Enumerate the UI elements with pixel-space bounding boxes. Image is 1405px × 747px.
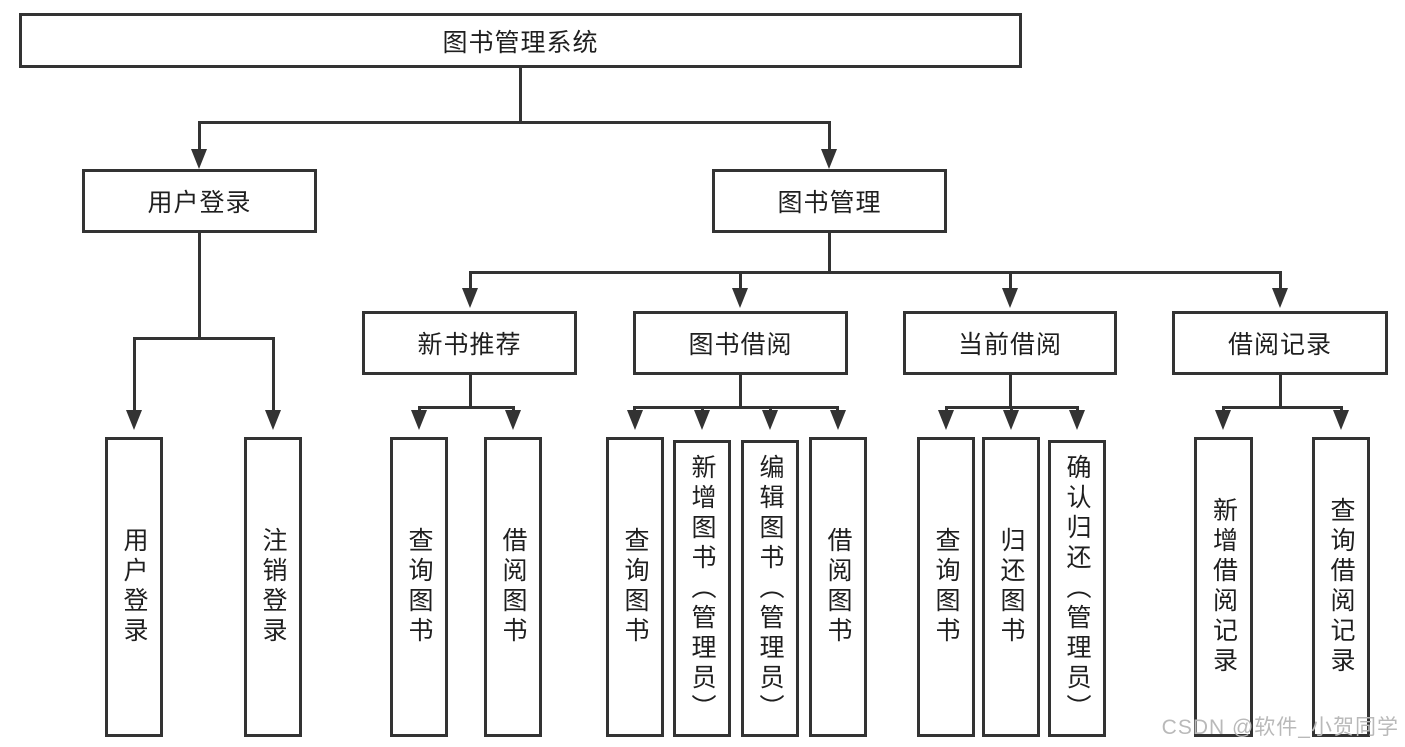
arrow-down-icon [830, 410, 846, 430]
arrow-down-icon [1002, 288, 1018, 308]
leaf-logout: 注销登录 [244, 437, 302, 737]
connector-line [418, 406, 515, 409]
leaf-query-books-recommend: 查询图书 [390, 437, 448, 737]
leaf-query-books-current: 查询图书 [917, 437, 975, 737]
arrow-down-icon [1003, 410, 1019, 430]
connector-line [198, 233, 201, 340]
connector-line [739, 271, 742, 291]
leaf-return-book: 归还图书 [982, 437, 1040, 737]
arrow-down-icon [505, 410, 521, 430]
arrow-down-icon [627, 410, 643, 430]
connector-line [469, 375, 472, 409]
node-user-login: 用户登录 [82, 169, 317, 233]
connector-line [1279, 271, 1282, 291]
connector-line [469, 271, 1282, 274]
leaf-query-borrow-record: 查询借阅记录 [1312, 437, 1370, 737]
connector-line [1009, 375, 1012, 409]
arrow-down-icon [732, 288, 748, 308]
arrow-down-icon [462, 288, 478, 308]
node-book-borrow: 图书借阅 [633, 311, 848, 375]
connector-line [1009, 271, 1012, 291]
leaf-confirm-return-admin: 确认归还（管理员） [1048, 440, 1106, 737]
node-book-management: 图书管理 [712, 169, 947, 233]
arrow-down-icon [126, 410, 142, 430]
connector-line [198, 121, 201, 151]
arrow-down-icon [938, 410, 954, 430]
arrow-down-icon [694, 410, 710, 430]
leaf-add-borrow-record: 新增借阅记录 [1194, 437, 1253, 737]
leaf-add-book-admin: 新增图书（管理员） [673, 440, 731, 737]
node-new-book-recommend: 新书推荐 [362, 311, 577, 375]
node-current-borrow: 当前借阅 [903, 311, 1117, 375]
leaf-query-books-borrow: 查询图书 [606, 437, 664, 737]
arrow-down-icon [1215, 410, 1231, 430]
leaf-borrow-books: 借阅图书 [809, 437, 867, 737]
leaf-user-login: 用户登录 [105, 437, 163, 737]
connector-line [469, 271, 472, 291]
arrow-down-icon [821, 149, 837, 169]
arrow-down-icon [1333, 410, 1349, 430]
connector-line [198, 121, 831, 124]
connector-line [739, 375, 742, 409]
arrow-down-icon [265, 410, 281, 430]
connector-line [828, 233, 831, 274]
connector-line [519, 68, 522, 124]
arrow-down-icon [1069, 410, 1085, 430]
connector-line [633, 406, 839, 409]
connector-line [828, 121, 831, 151]
node-borrow-records: 借阅记录 [1172, 311, 1388, 375]
connector-line [272, 337, 275, 413]
leaf-borrow-books-recommend: 借阅图书 [484, 437, 542, 737]
leaf-edit-book-admin: 编辑图书（管理员） [741, 440, 799, 737]
node-root-system: 图书管理系统 [19, 13, 1022, 68]
arrow-down-icon [1272, 288, 1288, 308]
connector-line [1279, 375, 1282, 409]
connector-line [133, 337, 275, 340]
arrow-down-icon [411, 410, 427, 430]
connector-line [133, 337, 136, 413]
arrow-down-icon [191, 149, 207, 169]
connector-line [1222, 406, 1343, 409]
csdn-watermark: CSDN @软件_小贺同学 [1161, 716, 1399, 739]
arrow-down-icon [762, 410, 778, 430]
